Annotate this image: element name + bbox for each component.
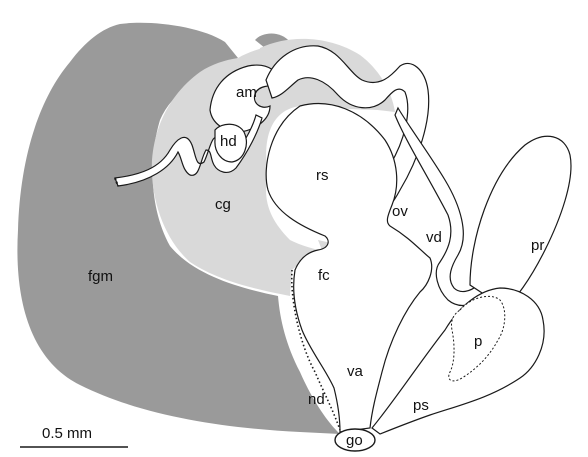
- label-am: am: [236, 84, 257, 101]
- label-va: va: [347, 363, 364, 380]
- fgm-region: [17, 22, 341, 435]
- label-fc: fc: [318, 267, 330, 284]
- central-chamber: [265, 103, 433, 433]
- label-hd: hd: [220, 133, 237, 150]
- pr-appendage: [469, 135, 572, 309]
- label-go: go: [346, 432, 363, 449]
- label-pr: pr: [531, 237, 544, 254]
- hd-duct: [114, 114, 263, 187]
- label-p: p: [474, 333, 482, 350]
- go-opening: [334, 428, 376, 452]
- hd-blob: [214, 123, 247, 163]
- dark-top-bump: [255, 33, 290, 52]
- label-rs: rs: [316, 167, 329, 184]
- p-inner-dotted: [448, 295, 506, 382]
- hd-duct-dotted-end: [114, 177, 119, 187]
- label-cg: cg: [215, 196, 231, 213]
- label-ov: ov: [392, 203, 408, 220]
- label-fgm: fgm: [88, 268, 113, 285]
- label-vd: vd: [426, 229, 442, 246]
- label-ps: ps: [413, 397, 429, 414]
- fc-dotted-boundary: [290, 269, 341, 431]
- label-nd: nd: [308, 391, 325, 408]
- scale-bar-label: 0.5 mm: [42, 425, 92, 442]
